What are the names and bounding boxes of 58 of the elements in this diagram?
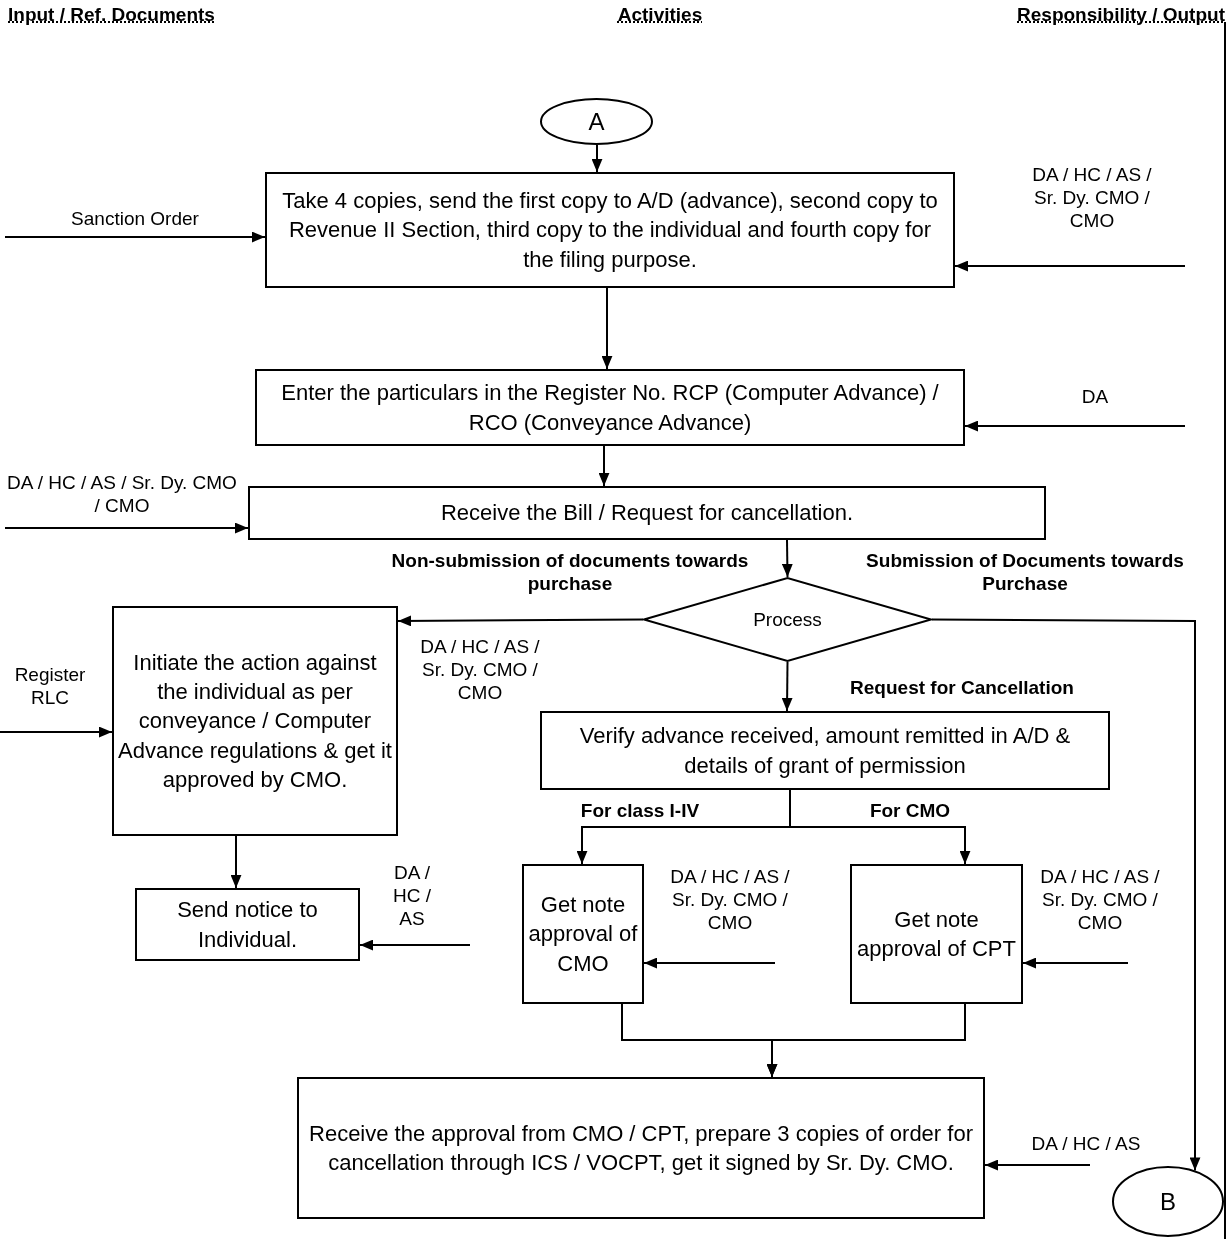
step-text: Receive the Bill / Request for cancellation.	[439, 499, 855, 528]
arrow	[0, 726, 113, 738]
edge-label: DA / HC / AS / Sr. Dy. CMO / CMO	[1039, 866, 1161, 935]
process-box	[850, 864, 1023, 1004]
arrow	[931, 618, 1201, 1172]
process-box	[255, 369, 965, 446]
edge-label: Request for Cancellation	[849, 677, 1075, 700]
arrow	[230, 835, 242, 889]
arrow	[766, 1003, 966, 1078]
arrow	[781, 539, 793, 578]
process-box	[297, 1077, 985, 1219]
arrow	[598, 445, 610, 487]
column-heading: Input / Ref. Documents	[8, 4, 216, 27]
edge-label: DA / HC / AS / Sr. Dy. CMO / CMO	[6, 472, 238, 518]
edge-label: DA	[1080, 386, 1110, 409]
arrow	[591, 144, 603, 173]
edge-label: Non-submission of documents towards purchase	[390, 550, 750, 596]
step-text: Get note approval of CPT	[856, 905, 1017, 963]
arrow	[1022, 957, 1129, 969]
responsibility-text: DA / HC / AS / Sr. Dy. CMO / CMO	[419, 636, 541, 705]
edge-label: For class I-IV	[579, 800, 701, 823]
edge-label: Register RLC	[13, 664, 87, 710]
connector-letter: B	[1160, 1186, 1176, 1217]
step-text: Enter the particulars in the Register No. RCP (Computer Advance) / RCO (Conveyance Advance)	[280, 379, 940, 437]
arrow	[397, 615, 644, 627]
edge-label: DA / HC / AS / Sr. Dy. CMO / CMO	[669, 866, 791, 935]
arrow	[984, 1159, 1091, 1171]
arrow	[359, 939, 471, 951]
arrow	[954, 260, 1186, 272]
arrow	[964, 420, 1186, 432]
arrow	[781, 661, 793, 712]
edge-label: DA / HC / AS / Sr. Dy. CMO / CMO	[1031, 164, 1153, 233]
step-text: Take 4 copies, send the first copy to A/D (advance), second copy to Revenue II Section, third copy to the individual and fourth copy for the filing purpose.	[281, 187, 939, 274]
process-box	[265, 172, 955, 288]
step-text: Verify advance received, amount remitted in A/D & details of grant of permission	[578, 722, 1072, 780]
process-box	[135, 888, 360, 961]
arrow	[643, 957, 776, 969]
edge-label: DA / HC / AS	[392, 862, 432, 931]
arrow	[789, 789, 971, 865]
connector-letter: A	[588, 106, 605, 137]
column-heading: Responsibility / Output	[1016, 4, 1225, 27]
decision-text: Process	[753, 607, 822, 632]
step-text: Receive the approval from CMO / CPT, prepare 3 copies of order for cancellation through ICS / VOCPT, get it signed by Sr. Dy. CMO.	[308, 1119, 974, 1177]
process-box	[522, 864, 644, 1004]
step-text: Send notice to Individual.	[176, 896, 319, 954]
edge-label: For CMO	[868, 800, 952, 823]
edge-label: DA / HC / AS	[1030, 1133, 1142, 1156]
arrow	[4, 522, 249, 534]
arrow	[601, 287, 613, 370]
column-heading: Activities	[616, 4, 704, 27]
step-text: Initiate the action against the individual as per conveyance / Computer Advance regulations & get it approved by CMO.	[117, 648, 393, 794]
edge-label: Submission of Documents towards Purchase	[865, 550, 1185, 596]
process-box	[112, 606, 398, 836]
edge-label: Sanction Order	[70, 208, 200, 231]
step-text: Get note approval of CMO	[527, 891, 639, 978]
process-box	[248, 486, 1046, 540]
process-box	[540, 711, 1110, 790]
arrow	[4, 231, 266, 243]
